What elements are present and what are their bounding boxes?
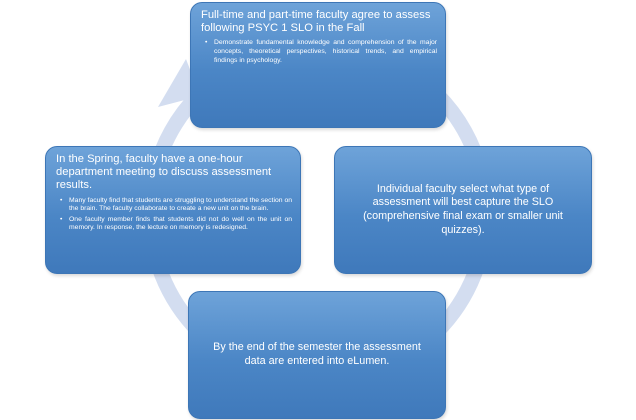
step-3-text: By the end of the semester the assessmen… [213, 341, 421, 367]
step-2-box: Individual faculty select what type of a… [334, 146, 592, 274]
step-3-box: By the end of the semester the assessmen… [188, 291, 446, 419]
step-4-bullets: Many faculty find that students are stru… [56, 197, 292, 233]
step-1-box: Full-time and part-time faculty agree to… [190, 2, 446, 128]
step-1-bullets: Demonstrate fundamental knowledge and co… [201, 39, 437, 65]
step-1-bullet: Demonstrate fundamental knowledge and co… [205, 39, 437, 65]
step-4-bullet: Many faculty find that students are stru… [60, 197, 292, 214]
step-2-text: Individual faculty select what type of a… [363, 182, 563, 236]
step-4-title: In the Spring, faculty have a one-hour d… [56, 153, 272, 192]
step-4-bullet: One faculty member finds that students d… [60, 216, 292, 233]
step-4-box: In the Spring, faculty have a one-hour d… [45, 146, 301, 274]
cycle-arrowhead [158, 59, 200, 107]
step-1-title: Full-time and part-time faculty agree to… [201, 9, 431, 35]
